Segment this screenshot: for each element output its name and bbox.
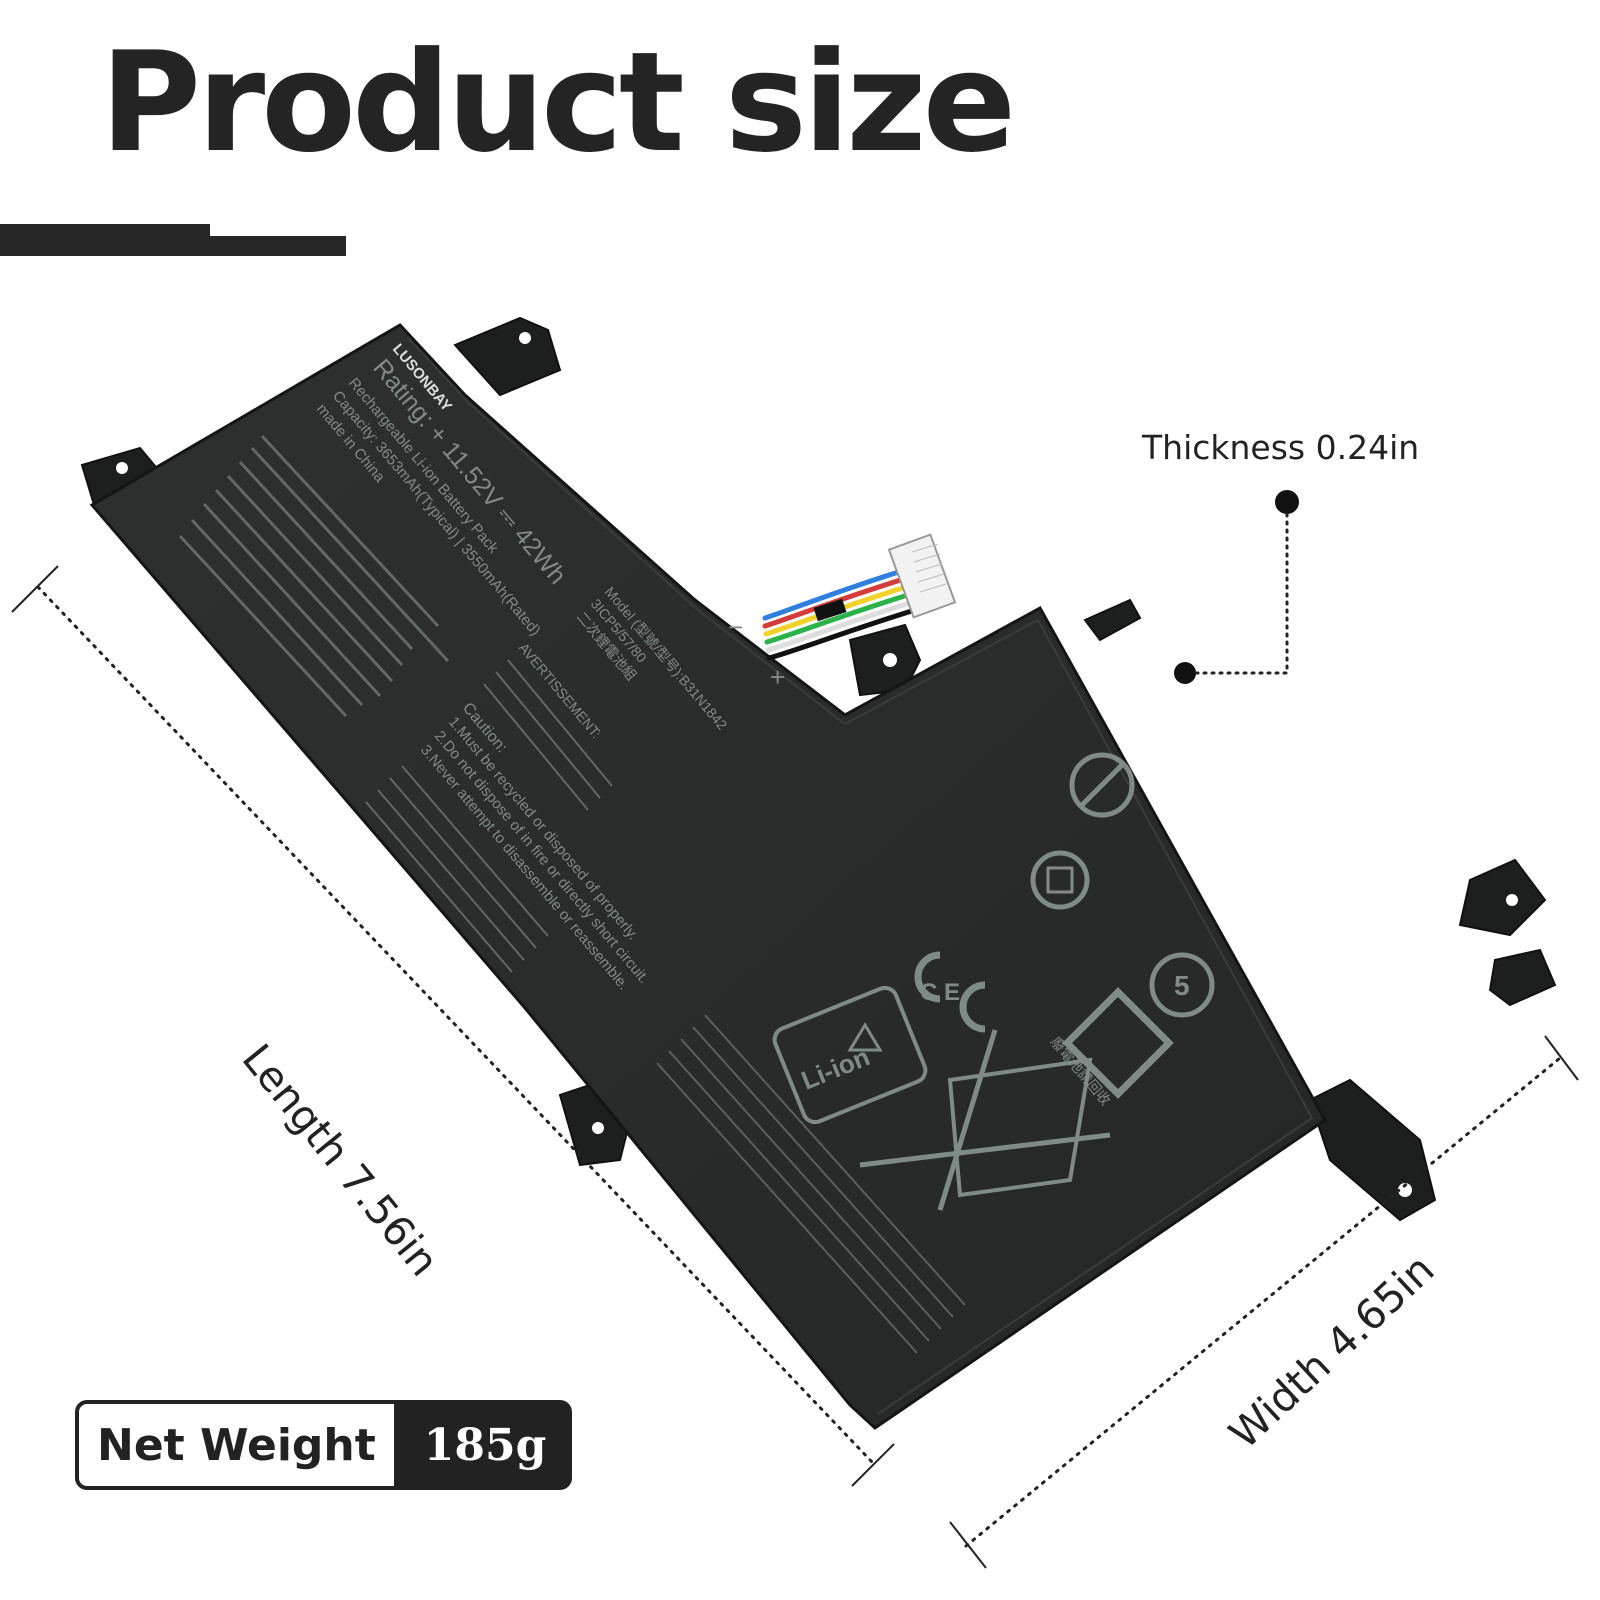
ce-mark-text: C E (920, 979, 960, 1006)
battery-body (89, 323, 1327, 1430)
net-weight-value: 185g (397, 1400, 573, 1490)
width-end-cap-right (1544, 1035, 1579, 1081)
title-underline-accent (0, 224, 210, 238)
thickness-dot-top (1275, 490, 1299, 514)
recycle-number: 5 (1174, 970, 1190, 1001)
net-weight-label: Net Weight (75, 1400, 398, 1490)
width-end-cap-left (949, 1521, 987, 1569)
page-title: Product size (100, 22, 1016, 183)
thickness-leader-line (1194, 512, 1289, 675)
terminal-minus: − (728, 612, 743, 642)
thickness-label: Thickness 0.24in (1142, 428, 1420, 467)
length-end-cap-top (11, 565, 59, 613)
length-dimension-line (36, 585, 874, 1464)
certification-marks (772, 752, 1215, 1211)
thickness-dot-battery (1174, 662, 1196, 684)
width-dimension-line (964, 1056, 1562, 1548)
title-underline-bar (0, 236, 346, 256)
net-weight-badge: Net Weight 185g (75, 1400, 573, 1490)
length-end-cap-bottom (851, 1443, 895, 1487)
terminal-plus: + (770, 662, 785, 692)
